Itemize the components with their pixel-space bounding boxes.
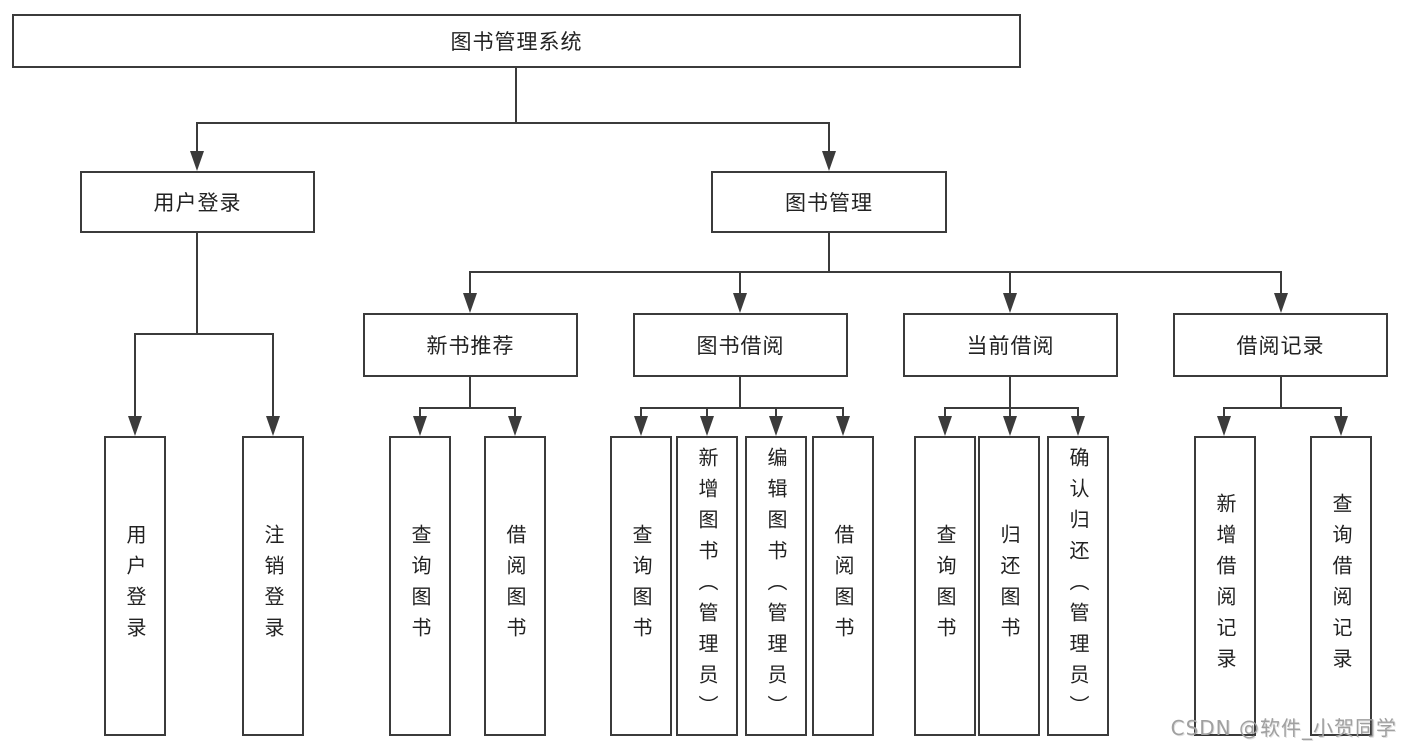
arrow-head-icon: [1217, 416, 1231, 436]
arrow-head-icon: [769, 416, 783, 436]
arrow-head-icon: [733, 293, 747, 313]
node-user-login-module: 用户登录: [80, 171, 315, 233]
arrow-head-icon: [128, 416, 142, 436]
arrow-shaft: [842, 408, 844, 420]
node-leaf-borrow-book-1: 借阅图书: [484, 436, 546, 736]
arrow-head-icon: [836, 416, 850, 436]
connector-line-vertical: [739, 377, 741, 408]
node-label-book-management: 图书管理: [785, 191, 873, 215]
node-leaf-borrow-book-2: 借阅图书: [812, 436, 874, 736]
connector-line-vertical: [1280, 377, 1282, 408]
arrow-head-icon: [1003, 416, 1017, 436]
node-label-leaf-user-login: 用户登录: [123, 524, 147, 648]
arrow-shaft: [1223, 408, 1225, 420]
arrow-shaft: [1280, 272, 1282, 297]
arrow-shaft: [944, 408, 946, 420]
arrow-head-icon: [938, 416, 952, 436]
arrow-head-icon: [266, 416, 280, 436]
arrow-head-icon: [190, 151, 204, 171]
arrow-shaft: [419, 408, 421, 420]
node-label-leaf-logout: 注销登录: [261, 524, 285, 648]
connector-line-vertical: [469, 377, 471, 408]
node-leaf-user-login: 用户登录: [104, 436, 166, 736]
node-current-borrowing: 当前借阅: [903, 313, 1118, 377]
arrow-head-icon: [508, 416, 522, 436]
connector-line-horizontal: [134, 333, 274, 335]
node-leaf-add-record: 新增借阅记录: [1194, 436, 1256, 736]
node-label-leaf-add-record: 新增借阅记录: [1213, 493, 1237, 679]
node-leaf-add-book: 新增图书（管理员）: [676, 436, 738, 736]
arrow-shaft: [1009, 272, 1011, 297]
connector-line-horizontal: [469, 271, 1282, 273]
node-label-new-book-recommend: 新书推荐: [426, 334, 515, 358]
arrow-shaft: [196, 123, 198, 155]
arrow-shaft: [1340, 408, 1342, 420]
node-label-borrowing-records: 借阅记录: [1236, 334, 1325, 358]
arrow-shaft: [469, 272, 471, 297]
node-book-borrowing: 图书借阅: [633, 313, 848, 377]
arrow-head-icon: [1003, 293, 1017, 313]
node-leaf-query-book-1: 查询图书: [389, 436, 451, 736]
node-leaf-return-book: 归还图书: [978, 436, 1040, 736]
connector-line-horizontal: [640, 407, 844, 409]
arrow-shaft: [775, 408, 777, 420]
arrow-shaft: [706, 408, 708, 420]
arrow-shaft: [640, 408, 642, 420]
arrow-shaft: [739, 272, 741, 297]
connector-line-horizontal: [419, 407, 516, 409]
node-label-leaf-add-book: 新增图书（管理员）: [695, 446, 719, 726]
node-label-leaf-query-record: 查询借阅记录: [1329, 493, 1353, 679]
node-leaf-query-book-2: 查询图书: [610, 436, 672, 736]
watermark-text: CSDN @软件_小贺同学: [1170, 716, 1397, 740]
arrow-shaft: [828, 123, 830, 155]
node-leaf-edit-book: 编辑图书（管理员）: [745, 436, 807, 736]
node-label-leaf-query-book-3: 查询图书: [933, 524, 957, 648]
node-label-leaf-borrow-book-2: 借阅图书: [831, 524, 855, 648]
node-book-management: 图书管理: [711, 171, 947, 233]
node-leaf-confirm-return: 确认归还（管理员）: [1047, 436, 1109, 736]
arrow-head-icon: [822, 151, 836, 171]
node-borrowing-records: 借阅记录: [1173, 313, 1388, 377]
arrow-shaft: [272, 334, 274, 420]
node-leaf-logout: 注销登录: [242, 436, 304, 736]
node-label-leaf-borrow-book-1: 借阅图书: [503, 524, 527, 648]
arrow-head-icon: [463, 293, 477, 313]
arrow-head-icon: [634, 416, 648, 436]
connector-line-horizontal: [196, 122, 830, 124]
arrow-shaft: [134, 334, 136, 420]
node-label-leaf-return-book: 归还图书: [997, 524, 1021, 648]
node-label-user-login-module: 用户登录: [153, 191, 242, 215]
node-label-current-borrowing: 当前借阅: [966, 334, 1055, 358]
arrow-shaft: [1009, 408, 1011, 420]
connector-line-horizontal: [944, 407, 1079, 409]
arrow-shaft: [514, 408, 516, 420]
arrow-shaft: [1077, 408, 1079, 420]
node-label-leaf-edit-book: 编辑图书（管理员）: [764, 446, 788, 726]
connector-line-vertical: [1009, 377, 1011, 408]
arrow-head-icon: [700, 416, 714, 436]
node-leaf-query-book-3: 查询图书: [914, 436, 976, 736]
node-label-book-borrowing: 图书借阅: [696, 334, 785, 358]
connector-line-vertical: [196, 233, 198, 334]
node-label-leaf-query-book-1: 查询图书: [408, 524, 432, 648]
node-label-leaf-query-book-2: 查询图书: [629, 524, 653, 648]
connector-line-horizontal: [1223, 407, 1342, 409]
arrow-head-icon: [1334, 416, 1348, 436]
arrow-head-icon: [1274, 293, 1288, 313]
arrow-head-icon: [1071, 416, 1085, 436]
node-label-leaf-confirm-return: 确认归还（管理员）: [1066, 446, 1090, 726]
node-label-system-root: 图书管理系统: [450, 30, 583, 54]
node-system-root: 图书管理系统: [12, 14, 1021, 68]
node-leaf-query-record: 查询借阅记录: [1310, 436, 1372, 736]
node-new-book-recommend: 新书推荐: [363, 313, 578, 377]
connector-line-vertical: [828, 233, 830, 272]
arrow-head-icon: [413, 416, 427, 436]
connector-line-vertical: [515, 68, 517, 123]
